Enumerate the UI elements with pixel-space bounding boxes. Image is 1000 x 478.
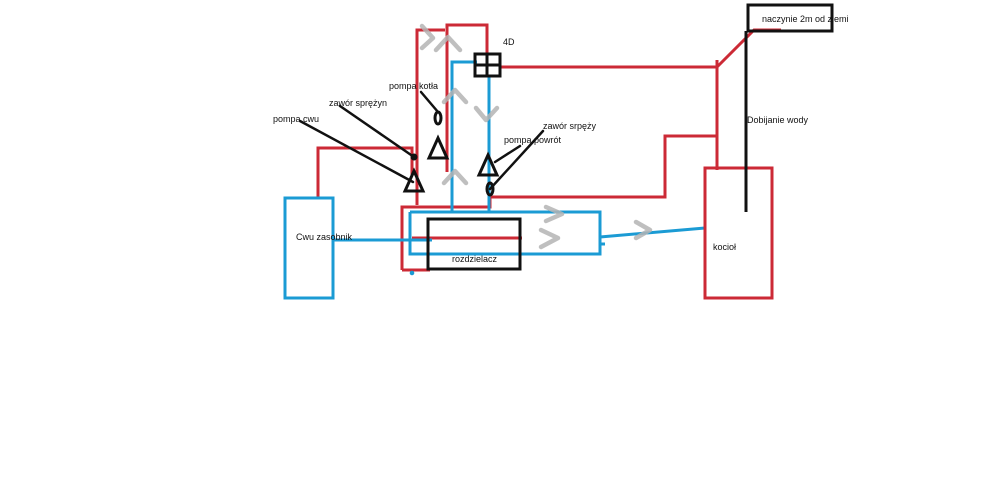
labels: naczynie 2m od ziemi 4D Dobijanie wody k… bbox=[273, 14, 849, 264]
flow-arrows bbox=[419, 23, 653, 250]
spring-valve-right-icon[interactable] bbox=[485, 181, 495, 197]
label-spring-valve-left: zawór sprężyn bbox=[329, 98, 387, 108]
hot-pipe-cwu-supply bbox=[316, 146, 414, 198]
flow-arrow-manifold-mid bbox=[538, 227, 561, 250]
cold-pipe-riser bbox=[450, 60, 477, 212]
hot-pipe-riser-left bbox=[415, 28, 445, 205]
pump-boiler-icon[interactable] bbox=[426, 134, 450, 160]
boiler-pump-valve-icon[interactable] bbox=[433, 110, 443, 126]
flow-arrow-top-right bbox=[433, 34, 463, 53]
label-dhw-tank: Cwu zasobnik bbox=[296, 232, 353, 242]
hot-pipe-vessel-diagonal bbox=[715, 28, 781, 69]
leader-pump-return bbox=[493, 144, 522, 164]
flow-arrow-down-return bbox=[473, 105, 500, 123]
leader-pump-dhw bbox=[298, 119, 415, 184]
leader-pump-boiler bbox=[419, 90, 440, 114]
label-valve-4d: 4D bbox=[503, 37, 515, 47]
cold-pipe-to-boiler bbox=[599, 226, 706, 239]
label-pump-boiler: pompa kotła bbox=[389, 81, 438, 91]
label-boiler: kocioł bbox=[713, 242, 736, 252]
flow-arrow-top-left bbox=[419, 23, 436, 51]
dhw-tank-body bbox=[283, 196, 335, 300]
flow-arrow-to-boiler bbox=[633, 219, 653, 241]
leader-spring-valve-right bbox=[488, 129, 545, 191]
expansion-vessel-box bbox=[746, 3, 834, 33]
flow-arrow-up-lower bbox=[441, 168, 469, 186]
flow-arrow-up-riser bbox=[441, 87, 469, 105]
label-water-refill: Dobijanie wody bbox=[747, 115, 809, 125]
label-pump-return: pompa powrót bbox=[504, 135, 562, 145]
manifold-box[interactable] bbox=[426, 217, 522, 271]
hot-pipe-header-down bbox=[490, 60, 719, 199]
boiler-body bbox=[703, 166, 774, 300]
leader-spring-valve-left bbox=[338, 104, 416, 159]
label-expansion-vessel: naczynie 2m od ziemi bbox=[762, 14, 849, 24]
components bbox=[298, 3, 834, 271]
flow-arrow-manifold-top bbox=[543, 204, 565, 224]
label-spring-valve-right: zawór srpęży bbox=[543, 121, 597, 131]
pump-dhw-icon[interactable] bbox=[402, 167, 426, 193]
pump-return-icon[interactable] bbox=[476, 151, 500, 177]
cold-pipe-dot bbox=[409, 270, 415, 276]
label-manifold: rozdzielacz bbox=[452, 254, 498, 264]
label-pump-dhw: pompa cwu bbox=[273, 114, 319, 124]
